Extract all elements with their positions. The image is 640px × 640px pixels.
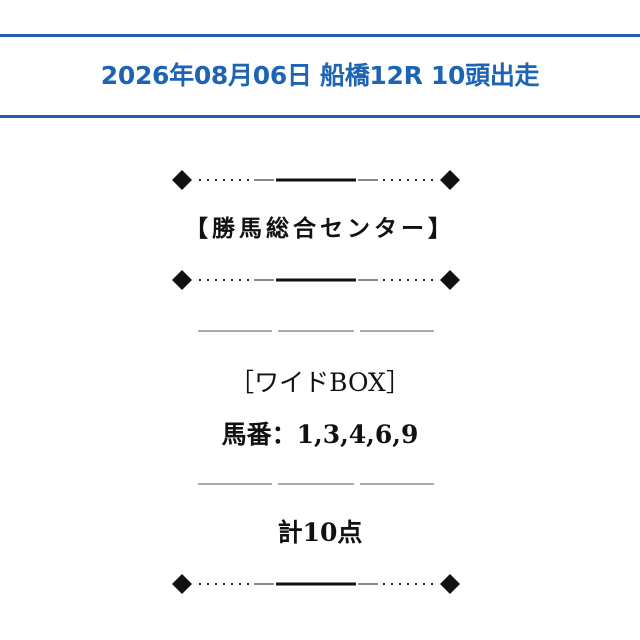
separator-line [198,330,434,332]
header-banner: 2026年08月06日 船橋12R 10頭出走 [0,34,640,118]
bet-type-label: ［ワイドBOX］ [229,368,411,397]
ornament-divider-middle [170,268,462,292]
race-title: 2026年08月06日 船橋12R 10頭出走 [100,61,540,90]
total-points: 計10点 [277,518,363,547]
horse-numbers: 馬番：1,3,4,6,9 [221,420,419,449]
ornament-divider-bottom [170,572,462,596]
brand-label: 【勝馬総合センター】 [185,215,455,242]
separator-line [198,483,434,485]
ornament-divider-top [170,168,462,192]
